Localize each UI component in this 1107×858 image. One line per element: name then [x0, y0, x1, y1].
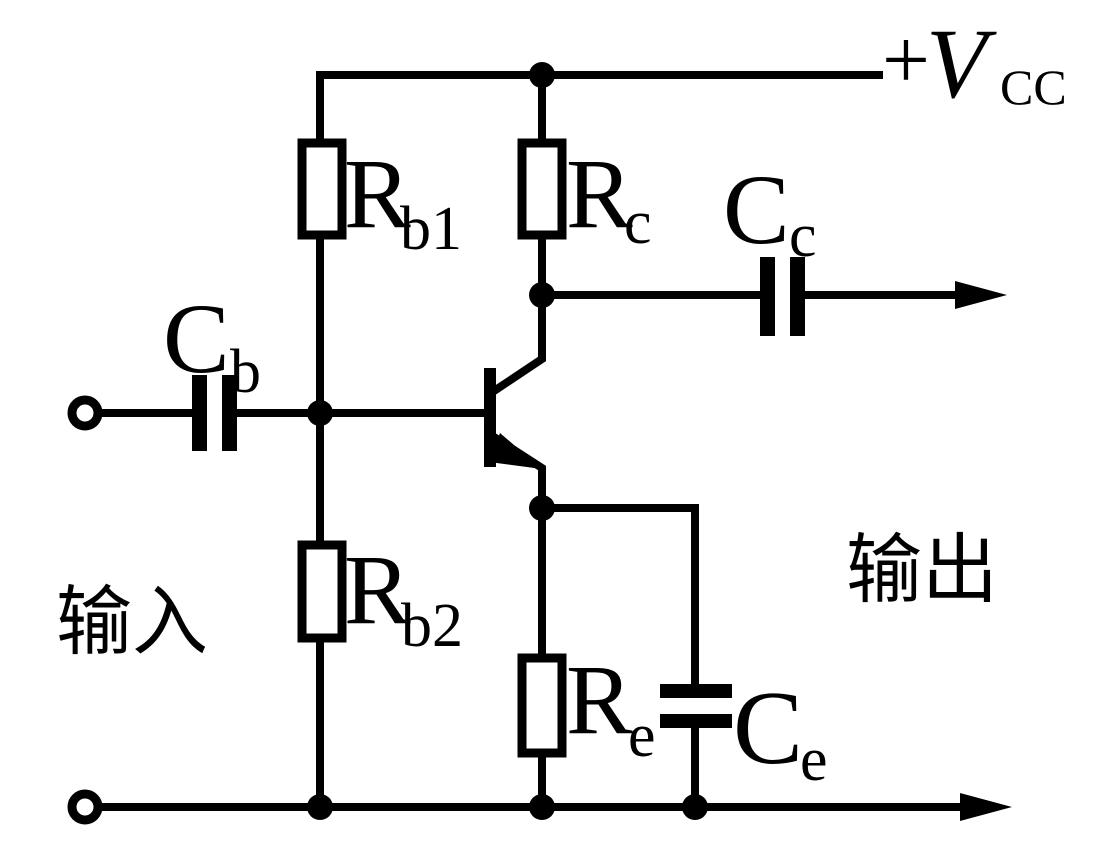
- rb2-label-sub: b2: [401, 592, 463, 660]
- wire-collector: [491, 299, 546, 395]
- output-return-arrow-icon: [960, 793, 1012, 821]
- capacitor-cc-plate-right: [790, 257, 805, 336]
- capacitor-cb-plate-left: [192, 375, 207, 451]
- rc-label-main: R: [566, 138, 633, 249]
- junction-emitter-node: [529, 495, 555, 521]
- ce-label-sub: e: [800, 726, 828, 794]
- rb1-label-sub: b1: [400, 195, 462, 263]
- junction-re-ground-node: [529, 794, 555, 820]
- supply-label-sub: CC: [1000, 59, 1067, 115]
- output-arrow-icon: [955, 281, 1007, 309]
- output-label: 输出: [846, 525, 998, 614]
- supply-label-main: V: [926, 8, 997, 119]
- re-label-main: R: [566, 644, 633, 755]
- wire-emitter-to-ce: [542, 504, 699, 688]
- junction-rb2-ground-node: [307, 794, 333, 820]
- capacitor-cc-plate-left: [760, 257, 775, 336]
- components: [192, 138, 805, 758]
- capacitor-ce-plate-top: [660, 684, 732, 698]
- transistor-emitter-arrow-icon: [489, 433, 542, 469]
- junction-ce-ground-node: [682, 794, 708, 820]
- supply-label-plus: +: [882, 13, 930, 107]
- resistor-rc-body: [517, 138, 567, 240]
- input-return-terminal-icon: [67, 789, 103, 825]
- cb-label-main: C: [163, 283, 230, 394]
- cc-label-sub: c: [789, 202, 817, 270]
- capacitor-cb-plate-right: [222, 375, 237, 451]
- rb1-label-main: R: [344, 138, 411, 249]
- terminals-and-arrows: [67, 281, 1012, 825]
- junction-supply-node: [529, 62, 555, 88]
- resistor-re-body: [517, 653, 567, 758]
- ce-label-main: C: [733, 669, 803, 786]
- junction-collector-node: [529, 282, 555, 308]
- re-label-sub: e: [628, 702, 656, 770]
- capacitor-ce-plate-bottom: [660, 714, 732, 728]
- rb2-label-main: R: [344, 534, 411, 645]
- cc-label-main: C: [723, 154, 790, 265]
- input-terminal-icon: [67, 395, 103, 431]
- cb-label-sub: b: [230, 338, 261, 406]
- resistor-rb2-body: [297, 540, 347, 643]
- labels: + V CC R b1 R c C b C c R b2 R e C e: [56, 8, 1067, 794]
- input-label: 输入: [56, 577, 208, 666]
- junction-dots: [307, 62, 708, 820]
- rc-label-sub: c: [624, 189, 652, 257]
- transistor-base-bar: [484, 368, 496, 467]
- resistor-rb1-body: [297, 138, 347, 240]
- junction-base-node: [307, 400, 333, 426]
